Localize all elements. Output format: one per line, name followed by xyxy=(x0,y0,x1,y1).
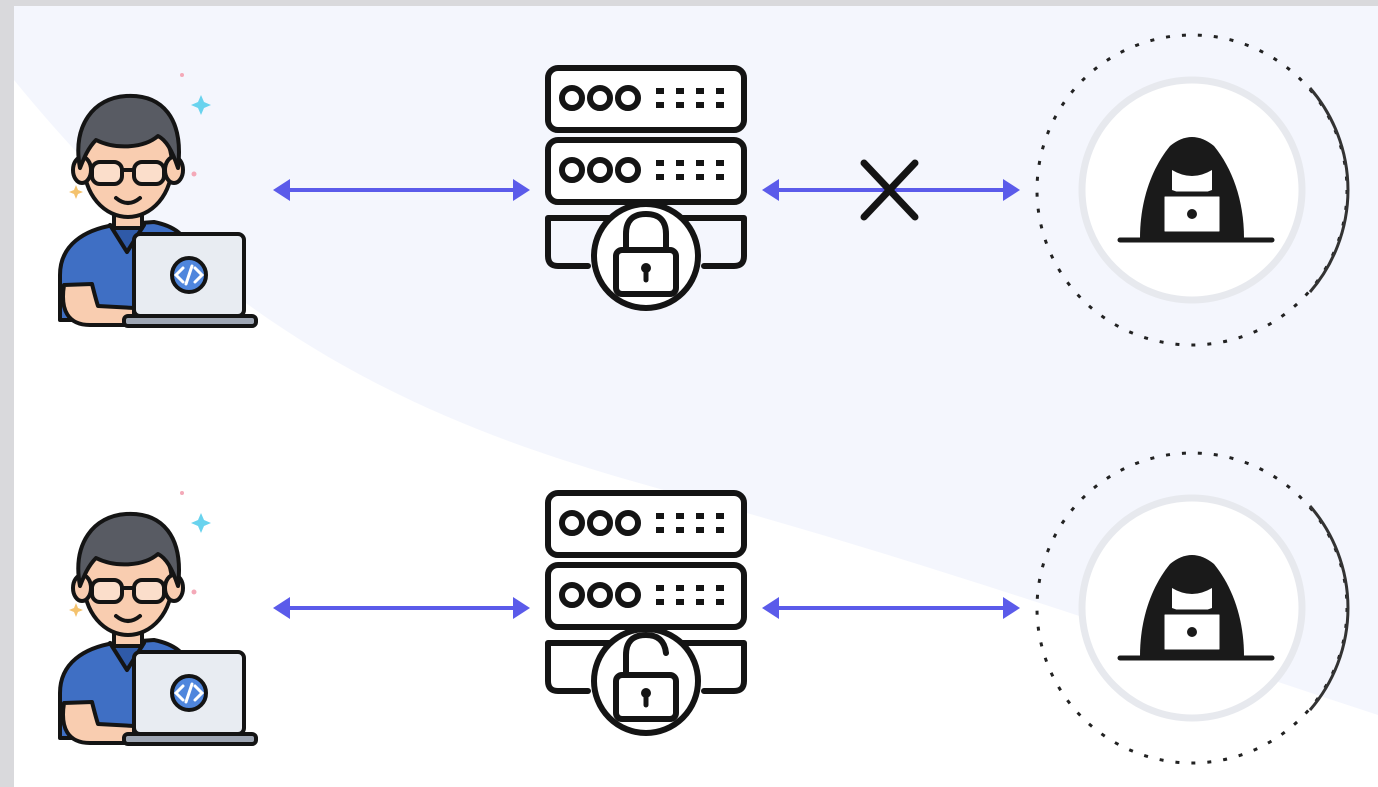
arrow-head-left xyxy=(273,597,290,619)
glasses-icon xyxy=(90,578,124,604)
sparkle-icon xyxy=(191,513,211,533)
server-unit xyxy=(545,562,747,630)
server-insecure xyxy=(545,490,747,736)
hair xyxy=(76,93,181,170)
laptop-base xyxy=(122,732,258,746)
attacker-insecure xyxy=(1035,451,1350,765)
arrow-developer-server-insecure xyxy=(273,597,530,619)
hair xyxy=(76,511,181,588)
developer-secure xyxy=(58,73,258,328)
unlocked-padlock-icon xyxy=(591,626,701,736)
arrow-head-right xyxy=(513,597,530,619)
attacker-secure xyxy=(1035,33,1350,347)
server-unit xyxy=(545,65,747,133)
sparkle-icon xyxy=(191,95,211,115)
arrow-head-right xyxy=(1003,179,1020,201)
server-unit xyxy=(545,137,747,205)
arrow-head-left xyxy=(762,597,779,619)
arrow-server-attacker-insecure xyxy=(762,597,1020,619)
arrow-head-right xyxy=(1003,597,1020,619)
arrow-head-left xyxy=(762,179,779,201)
laptop-base xyxy=(122,314,258,328)
server-unit xyxy=(545,490,747,558)
arrow-developer-server-secure xyxy=(273,179,530,201)
arrow-head-right xyxy=(513,179,530,201)
arrow-head-left xyxy=(273,179,290,201)
background-sweep xyxy=(14,6,1378,715)
locked-padlock-icon xyxy=(591,201,701,311)
server-secure xyxy=(545,65,747,311)
glasses-icon xyxy=(90,160,124,186)
developer-insecure xyxy=(58,491,258,746)
cross-icon xyxy=(860,159,919,221)
